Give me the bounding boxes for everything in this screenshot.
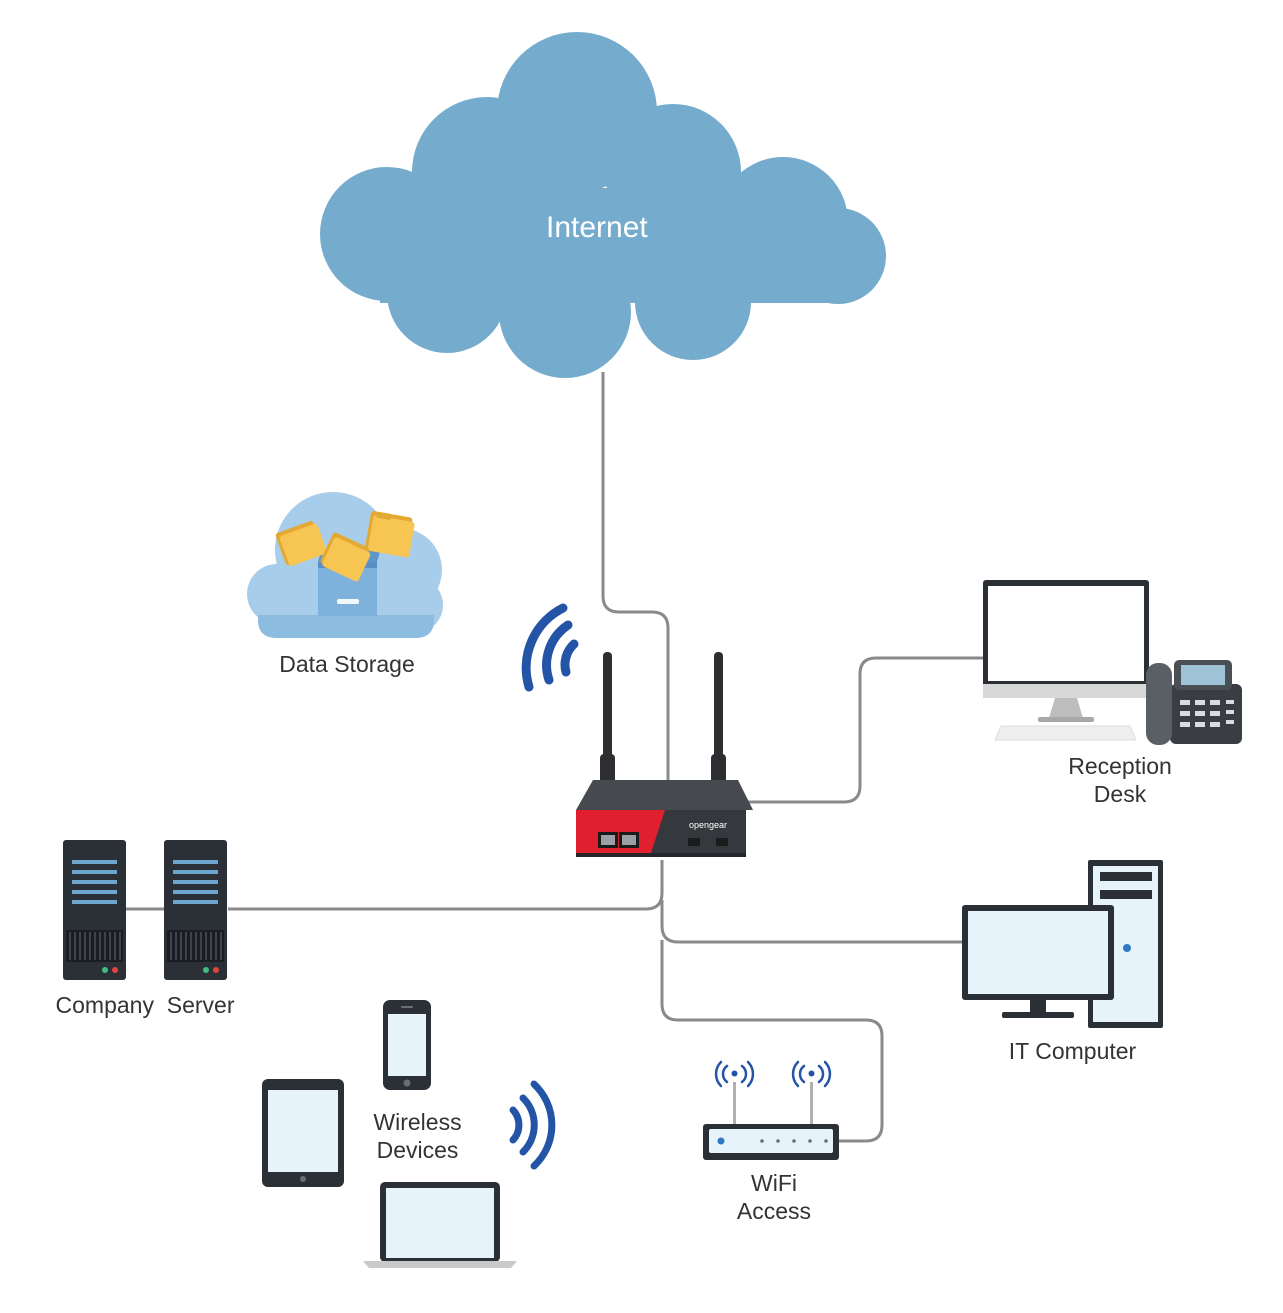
router-antennas xyxy=(600,652,726,784)
wireless-label-line1: Wireless xyxy=(373,1109,462,1135)
router-ports xyxy=(598,832,728,848)
laptop-icon xyxy=(363,1182,517,1268)
keyboard-icon xyxy=(994,725,1137,741)
reception-desk-label: Reception Desk xyxy=(1040,752,1200,808)
server-rack-right xyxy=(164,840,227,980)
data-storage-label: Data Storage xyxy=(279,651,415,677)
internet-cloud xyxy=(320,32,886,378)
link-router-wifi xyxy=(660,940,884,1143)
link-router-itcomputer xyxy=(660,900,966,944)
link-internet-router xyxy=(601,372,670,785)
wifi-label-line2: Access xyxy=(736,1198,812,1224)
company-server-label: Company Server xyxy=(55,992,235,1018)
wireless-signal-icon xyxy=(509,1080,556,1170)
cloud-shape xyxy=(320,32,886,378)
folder-icons xyxy=(275,511,415,582)
reception-label-line1: Reception xyxy=(1068,753,1172,779)
router-brand-label: opengear xyxy=(689,820,727,830)
internet-label: Internet xyxy=(546,211,648,244)
data-storage-illustration xyxy=(247,492,443,638)
monitor-icon xyxy=(983,580,1149,722)
server-rack-left xyxy=(63,840,126,980)
reception-label-line2: Desk xyxy=(1093,781,1147,807)
monitor-icon xyxy=(962,905,1114,1018)
desk-phone-icon xyxy=(1146,660,1242,745)
it-computer-label: IT Computer xyxy=(1008,1038,1137,1064)
wifi-signal-icon xyxy=(714,1060,832,1088)
tablet-icon xyxy=(262,1079,344,1187)
wireless-devices-label: Wireless Devices xyxy=(350,1108,485,1164)
reception-desk-illustration xyxy=(983,580,1242,745)
wifi-label-line1: WiFi xyxy=(751,1170,797,1196)
storage-cloud-shade xyxy=(258,615,434,638)
wifi-access-point-illustration xyxy=(703,1060,839,1160)
router-signal-icon xyxy=(521,603,579,692)
company-server-illustration xyxy=(63,840,227,980)
connection-lines xyxy=(126,372,985,1143)
wireless-label-line2: Devices xyxy=(376,1137,459,1163)
link-router-reception xyxy=(742,656,985,804)
wifi-access-label: WiFi Access xyxy=(714,1169,834,1225)
router-device: opengear xyxy=(576,652,753,857)
link-router-server xyxy=(228,860,664,911)
it-computer-illustration xyxy=(962,860,1163,1028)
smartphone-icon xyxy=(383,1000,431,1090)
wireless-devices-illustration xyxy=(262,1000,517,1268)
